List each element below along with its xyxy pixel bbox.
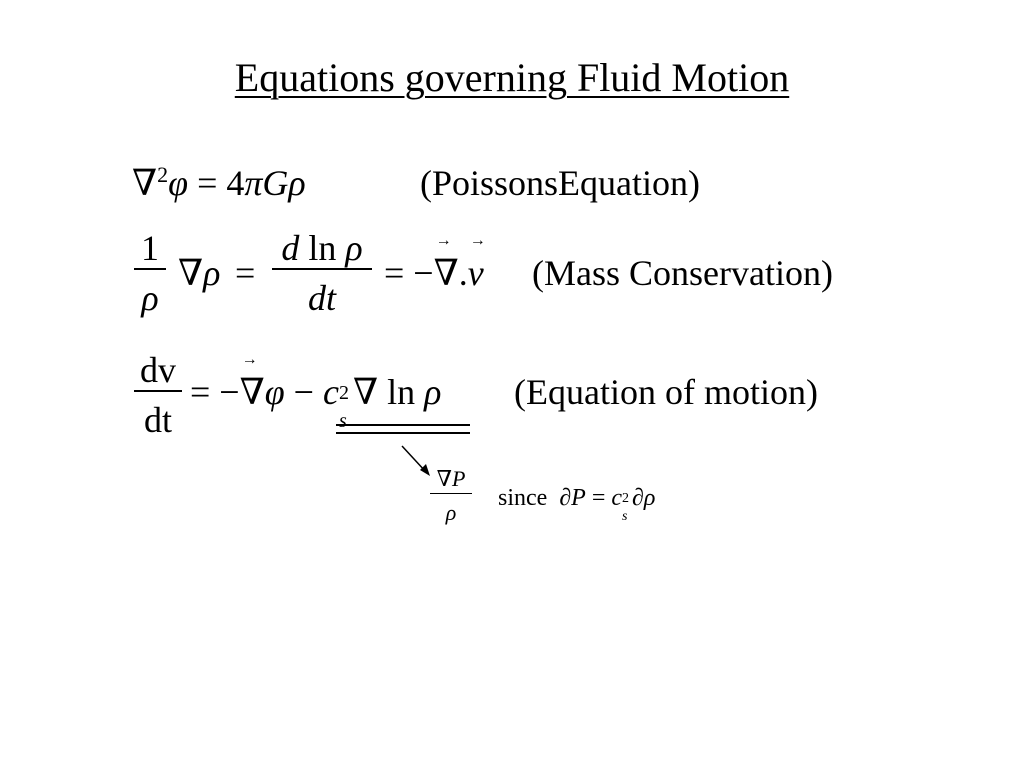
mass-frac-dlnrho-dt: d ln ρ dt: [272, 228, 372, 318]
mass-label: (Mass Conservation): [532, 253, 833, 293]
mass-grad-rho: ∇ρ: [178, 253, 221, 293]
motion-label: (Equation of motion): [514, 372, 818, 412]
motion-frac-den: dt: [134, 390, 182, 440]
poisson-equation: ∇2φ = 4πGρ: [132, 162, 306, 203]
mass-frac-one-over-rho: 1 ρ: [134, 228, 166, 318]
poisson-label: (PoissonsEquation): [420, 163, 701, 203]
mass-frac2-den: dt: [272, 268, 372, 318]
double-underline: [336, 424, 470, 434]
note-frac-gradP-rho: ∇P ρ: [430, 465, 472, 528]
mass-divergence: = −∇.v: [384, 232, 486, 294]
page-title: Equations governing Fluid Motion: [234, 55, 790, 100]
note-frac-num: ∇P: [436, 466, 466, 491]
mass-frac1-num: 1: [141, 228, 159, 268]
mass-equals: =: [235, 253, 256, 293]
motion-rhs: = −∇φ − c2s∇ ln ρ: [190, 351, 441, 432]
mass-frac2-num: d ln ρ: [281, 228, 363, 268]
note-frac-den: ρ: [430, 493, 472, 528]
motion-frac-dv-dt: dv dt: [134, 350, 182, 440]
mass-frac1-den: ρ: [134, 268, 166, 318]
note-since-word: since: [498, 485, 548, 511]
motion-frac-num: dv: [140, 350, 176, 390]
